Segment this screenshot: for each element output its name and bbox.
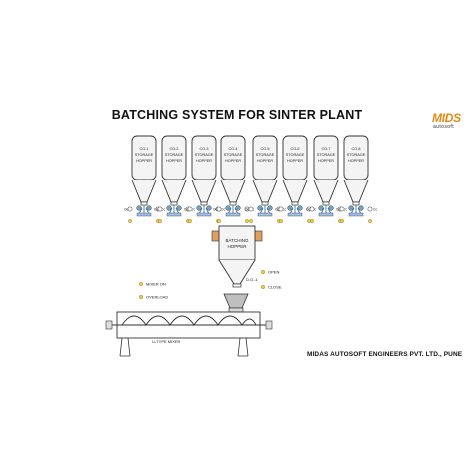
mixer-label: U-TYPE MIXER (152, 339, 181, 344)
batching-hopper-label-2: HOPPER (227, 244, 247, 249)
hopper-label: HOPPER (225, 159, 241, 163)
batching-hopper-label-1: BATCHING (226, 238, 249, 243)
hopper-label: CO-3 (199, 147, 208, 151)
hopper-label: CO-5 (260, 147, 269, 151)
open-indicator (261, 270, 266, 275)
valve-label: Oc (336, 208, 341, 212)
valve-label: Oc (275, 208, 280, 212)
mixer-ribbon (121, 315, 257, 326)
valve-label: Oc (245, 208, 250, 212)
mixer-leg-left (119, 337, 131, 357)
hopper-label: CO-8 (351, 147, 360, 151)
hopper-label: STORAGE (195, 153, 214, 157)
hopper-label: HOPPER (257, 159, 273, 163)
hopper-label: STORAGE (224, 153, 243, 157)
valve-label: Oc (213, 208, 218, 212)
hopper-label: HOPPER (318, 159, 334, 163)
logo-mark: MIDS (432, 111, 461, 125)
hopper-label: STORAGE (317, 153, 336, 157)
shaft-bearing-right (265, 320, 273, 330)
batching-hopper: BATCHING HOPPER D.G.-1 OPEN CLOSE (211, 225, 282, 290)
logo-subtext: autosoft (433, 124, 454, 130)
valve-label: Oc (124, 208, 129, 212)
close-label: CLOSE (268, 285, 282, 290)
overload-label: OVERLOAD (146, 295, 168, 300)
open-label: OPEN (268, 270, 279, 275)
valve-label: Cc (221, 208, 225, 212)
hopper-label: STORAGE (165, 153, 184, 157)
hopper-label: STORAGE (256, 153, 275, 157)
hopper-label: STORAGE (347, 153, 366, 157)
overload-indicator (138, 295, 143, 300)
hopper-label: HOPPER (136, 159, 152, 163)
valve-label: Cc (373, 208, 377, 212)
hopper-label: HOPPER (348, 159, 364, 163)
hopper-label: CO-6 (290, 147, 299, 151)
mixer-on-label: MIXER ON (146, 282, 166, 287)
valve-label: Oc (184, 208, 189, 212)
hopper-label: STORAGE (286, 153, 305, 157)
hopper-label: HOPPER (287, 159, 303, 163)
hopper-label: CO-4 (228, 147, 237, 151)
hopper-label: CO-1 (139, 147, 148, 151)
close-indicator (261, 285, 266, 290)
valve-label: Cc (343, 208, 347, 212)
mixer-inlet (223, 293, 249, 313)
hopper-label: CO-2 (169, 147, 178, 151)
gate-label: D.G.-1 (246, 277, 259, 282)
hopper-label: HOPPER (166, 159, 182, 163)
valve-label: Oc (306, 208, 311, 212)
company-name: MIDAS AUTOSOFT ENGINEERS PVT. LTD., PUNE (307, 351, 463, 358)
discharge-gate (232, 283, 242, 288)
valve-label: Oc (154, 208, 159, 212)
hopper-label: CO-7 (321, 147, 330, 151)
u-type-mixer: MIXER ON OVERLOAD U-TYPE MIXER (105, 282, 273, 357)
hopper-label: STORAGE (135, 153, 154, 157)
valve-label: Cc (282, 208, 286, 212)
mixer-leg-right (237, 337, 249, 357)
diagram-title: BATCHING SYSTEM FOR SINTER PLANT (111, 108, 363, 122)
shaft-bearing-left (105, 320, 113, 330)
company-logo: MIDS autosoft (432, 111, 466, 133)
valve-label: Cc (191, 208, 195, 212)
hopper-label: HOPPER (196, 159, 212, 163)
mixer-on-indicator (138, 282, 143, 287)
batching-hopper-body (218, 225, 256, 261)
valve-label: Cc (161, 208, 165, 212)
